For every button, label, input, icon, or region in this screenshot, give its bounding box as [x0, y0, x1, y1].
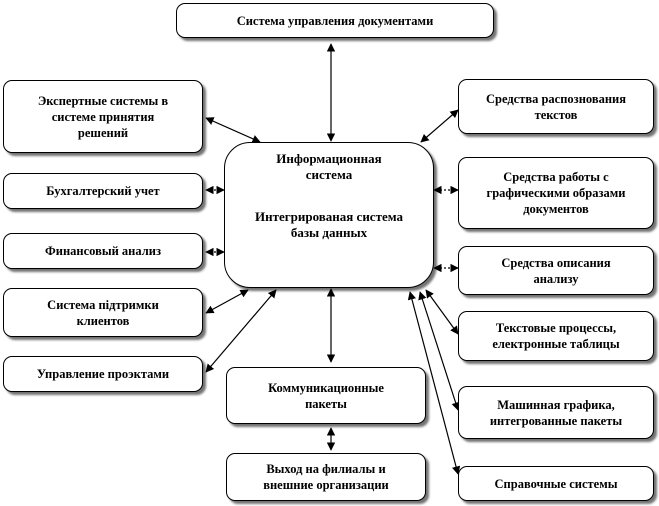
box-client-support: Система підтримки клиентов: [3, 288, 203, 337]
box-label: Экспертные системы в системе принятия ре…: [37, 93, 169, 140]
box-label: Текстовые процессы, електронные таблицы: [492, 321, 620, 351]
box-machine-graphics: Машинная графика, интегрованные пакеты: [458, 386, 654, 439]
connector-support: [205, 289, 249, 314]
box-analysis-description: Средства описания анализу: [458, 246, 654, 295]
box-branch-access: Выход на филиалы и внешние организации: [226, 453, 426, 501]
box-document-management: Система управления документами: [176, 3, 494, 38]
box-label: Бухгалтерский учет: [46, 184, 160, 198]
center-information-system: Информационная система Интегрированая си…: [224, 142, 434, 288]
box-communication-packages: Коммуникационные пакеты: [226, 367, 426, 424]
center-subtitle: Интегрированая система базы данных: [254, 209, 404, 240]
box-project-management: Управление проэктами: [3, 356, 203, 392]
box-accounting: Бухгалтерский учет: [3, 173, 203, 209]
connector-recognition: [420, 109, 459, 143]
box-label: Финансовый анализ: [45, 244, 161, 258]
box-label: Выход на филиалы и внешние организации: [263, 462, 389, 492]
box-label: Система підтримки клиентов: [47, 297, 159, 328]
box-expert-systems: Экспертные системы в системе принятия ре…: [3, 80, 203, 153]
box-label: Машинная графика, интегрованные пакеты: [489, 397, 623, 428]
box-text-processors: Текстовые процессы, електронные таблицы: [458, 311, 654, 361]
box-label: Средства работы с графическими образами …: [486, 170, 626, 216]
box-reference-systems: Справочные системы: [458, 466, 654, 501]
box-label: Средства описания анализу: [501, 255, 611, 286]
box-label: Справочные системы: [494, 476, 618, 491]
connector-projects: [205, 289, 277, 373]
box-label: Средства распознования текстов: [485, 91, 627, 122]
connector-reference: [407, 291, 461, 475]
box-label: Управление проэктами: [36, 367, 170, 381]
box-label: Коммуникационные пакеты: [268, 380, 384, 411]
box-financial-analysis: Финансовый анализ: [3, 233, 203, 269]
box-text-recognition: Средства распознования текстов: [458, 79, 654, 134]
box-label: Система управления документами: [236, 13, 434, 28]
box-graphic-documents: Средства работы с графическими образами …: [458, 157, 654, 229]
connector-expert: [205, 117, 261, 143]
center-title: Информационная система: [276, 151, 382, 182]
